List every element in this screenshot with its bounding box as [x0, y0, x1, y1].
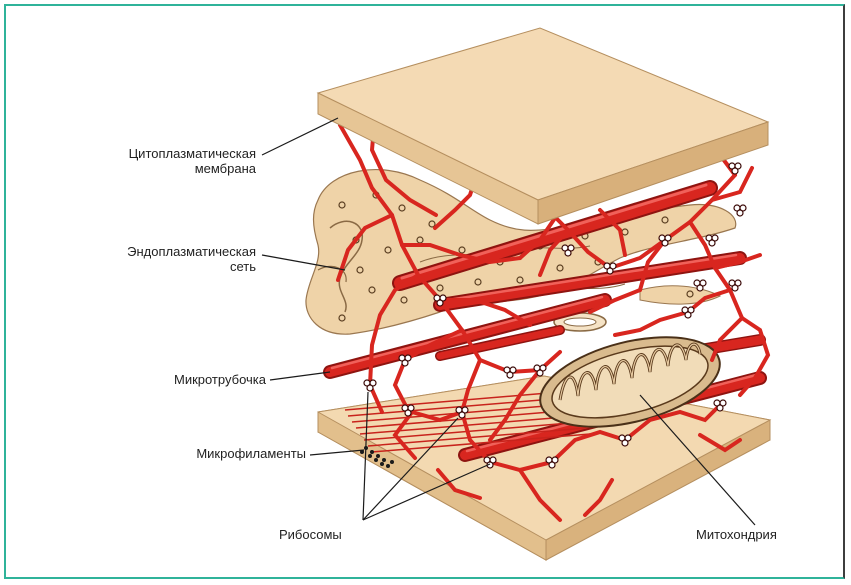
label-endoplasmic-reticulum-line2: сеть [70, 259, 256, 274]
label-cytoplasmic-membrane-line1: Цитоплазматическая [70, 146, 256, 161]
label-microfilaments: Микрофиламенты [130, 446, 306, 461]
label-endoplasmic-reticulum: Эндоплазматическая сеть [70, 244, 256, 274]
label-cytoplasmic-membrane: Цитоплазматическая мембрана [70, 146, 256, 176]
label-mitochondrion: Митохондрия [696, 527, 777, 542]
label-cytoplasmic-membrane-line2: мембрана [70, 161, 256, 176]
label-endoplasmic-reticulum-line1: Эндоплазматическая [70, 244, 256, 259]
label-microtubule: Микротрубочка [120, 372, 266, 387]
label-ribosomes: Рибосомы [279, 527, 342, 542]
